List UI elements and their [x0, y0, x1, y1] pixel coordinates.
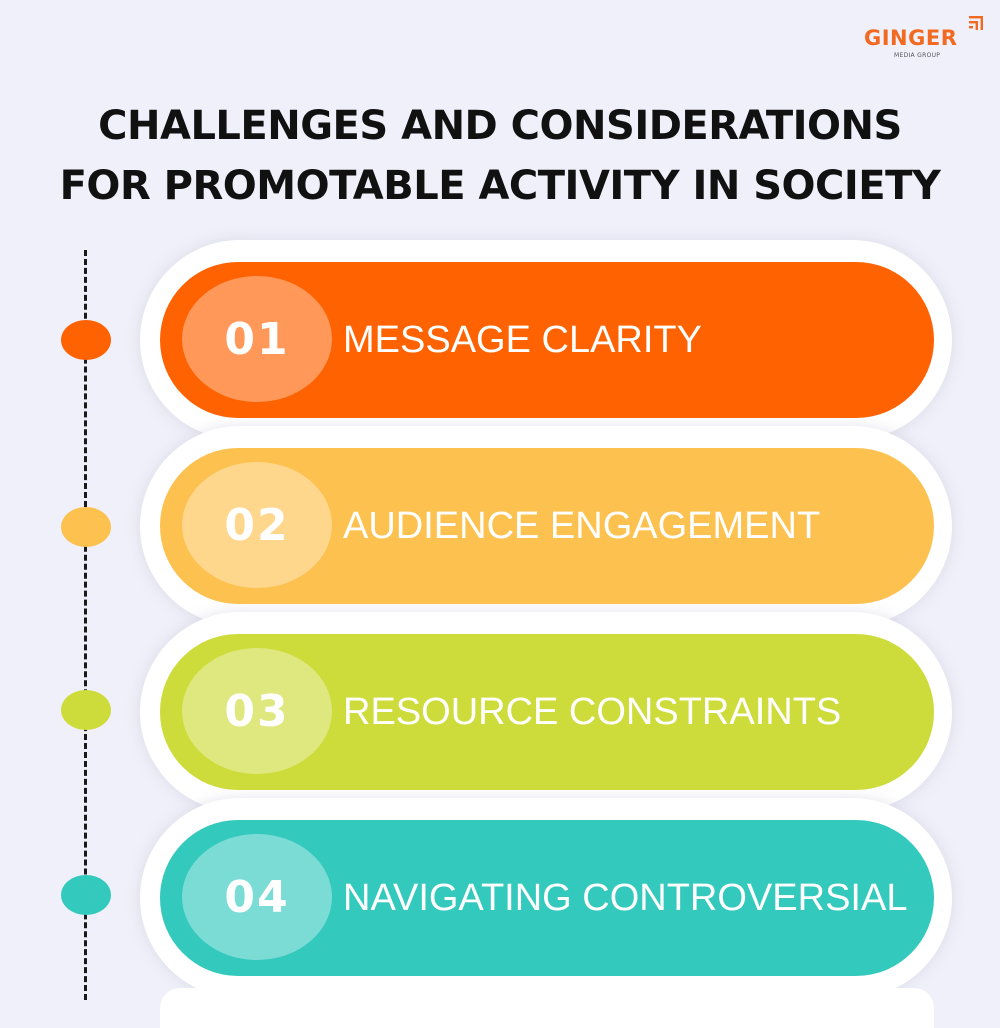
title-line-1: CHALLENGES AND CONSIDERATIONS [98, 103, 902, 149]
item-number-badge: 01 [182, 276, 332, 402]
brand-tagline: MEDIA GROUP [894, 52, 941, 59]
signal-bars-icon [969, 16, 983, 30]
item-number-badge: 04 [182, 834, 332, 960]
item-card-3: 03 RESOURCE CONSTRAINTS [160, 634, 934, 790]
timeline-dot-1 [61, 320, 111, 360]
next-item-card-edge [160, 988, 934, 1028]
page-title: CHALLENGES AND CONSIDERATIONS FOR PROMOT… [0, 96, 1000, 216]
brand-name: GINGER [864, 26, 958, 50]
timeline-dot-2 [61, 507, 111, 547]
item-number-badge: 02 [182, 462, 332, 588]
item-card-4: 04 NAVIGATING CONTROVERSIAL [160, 820, 934, 976]
title-line-2: FOR PROMOTABLE ACTIVITY IN SOCIETY [59, 163, 941, 209]
item-label: AUDIENCE ENGAGEMENT [343, 504, 821, 547]
item-label: MESSAGE CLARITY [343, 318, 702, 361]
item-label: NAVIGATING CONTROVERSIAL [343, 876, 908, 919]
item-number-badge: 03 [182, 648, 332, 774]
item-label: RESOURCE CONSTRAINTS [343, 690, 842, 733]
ginger-media-group-logo: GINGER MEDIA GROUP [864, 14, 988, 64]
timeline-dot-4 [61, 875, 111, 915]
item-card-2: 02 AUDIENCE ENGAGEMENT [160, 448, 934, 604]
timeline-dashed-line [84, 250, 87, 1000]
item-card-1: 01 MESSAGE CLARITY [160, 262, 934, 418]
timeline-dot-3 [61, 690, 111, 730]
